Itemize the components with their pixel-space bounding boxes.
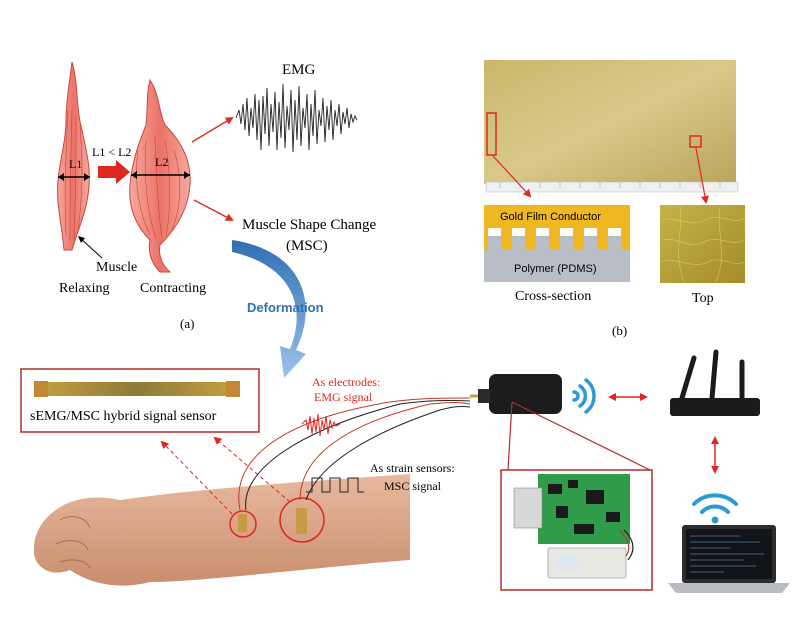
- pcb-callout-line-2: [511, 401, 651, 471]
- msc-label-line1: Muscle Shape Change: [242, 217, 376, 233]
- wifi-signal-icon: [572, 378, 596, 414]
- muscle-label: Muscle: [96, 260, 137, 275]
- cross-section-label: Cross-section: [515, 289, 591, 304]
- panel-a: L1 L2 L1 < L2 Muscle Relaxing Contractin…: [57, 61, 376, 331]
- small-sensor-highlight: [229, 510, 257, 538]
- battery: [547, 547, 627, 579]
- relaxing-label: Relaxing: [59, 281, 110, 296]
- sensor-label: sEMG/MSC hybrid signal sensor: [30, 409, 217, 424]
- wireless-transmitter: [470, 374, 562, 414]
- gold-film-label: Gold Film Conductor: [500, 211, 601, 223]
- small-sensor-on-arm: [238, 514, 247, 532]
- laptop-wifi-dot: [711, 516, 719, 524]
- callout-dashed-line-1: [160, 440, 233, 515]
- emg-signal-mini: [301, 413, 341, 437]
- router-icon: [670, 349, 760, 416]
- top-label: Top: [692, 291, 714, 306]
- ruler-ticks: [499, 182, 721, 188]
- gold-film-photo: [484, 60, 736, 184]
- cross-section-highlight-box: [486, 112, 497, 156]
- electrodes-line1: As electrodes:: [312, 375, 380, 389]
- callout-dashed-line-2: [213, 436, 291, 503]
- muscle-pointer-head: [78, 236, 85, 243]
- pcb-callout-line-1: [507, 401, 513, 471]
- large-sensor-highlight: [279, 497, 325, 543]
- deformation-label: Deformation: [247, 300, 324, 315]
- large-sensor-on-arm: [296, 508, 307, 534]
- sensor-callout: sEMG/MSC hybrid signal sensor: [20, 368, 260, 433]
- emg-waveform: [235, 83, 358, 153]
- top-view-photo: [660, 205, 745, 283]
- forearm-photo: [33, 474, 411, 586]
- muscle-pointer-line: [79, 237, 103, 259]
- cross-section-arrow: [492, 155, 532, 198]
- cross-section-schematic: [484, 205, 630, 282]
- msc-arrow: [193, 199, 234, 221]
- transition-arrow: [98, 160, 130, 184]
- sensor-pad-left: [34, 381, 48, 397]
- top-highlight-box: [689, 135, 702, 148]
- emg-title: EMG: [282, 62, 316, 78]
- l2-label: L2: [155, 155, 168, 169]
- hybrid-sensor-photo: [34, 382, 240, 396]
- pcb-chips: [548, 480, 620, 534]
- sensor-wires: [238, 397, 471, 511]
- panel-a-label: (a): [180, 316, 194, 331]
- panel-b-label: (b): [612, 323, 627, 338]
- deformation-arrow: [232, 240, 306, 378]
- sensor-pad-right: [226, 381, 240, 397]
- ruler: [485, 181, 739, 193]
- contracting-muscle-illustration: [129, 78, 191, 273]
- polymer-label: Polymer (PDMS): [514, 263, 597, 275]
- l1-label: L1: [69, 157, 82, 171]
- pcb-connector: [513, 487, 543, 529]
- laptop-wifi-icon: [692, 493, 738, 514]
- contracting-label: Contracting: [140, 281, 206, 296]
- strain-line2: MSC signal: [384, 479, 442, 493]
- l2-arrowheads: [131, 171, 190, 179]
- electrodes-line2: EMG signal: [314, 390, 373, 404]
- laptop-icon: [668, 525, 790, 593]
- strain-line1: As strain sensors:: [370, 461, 455, 475]
- top-arrow: [695, 147, 709, 204]
- panel-b: Gold Film Conductor Polymer (PDMS) Cross…: [484, 60, 745, 338]
- msc-label-line2: (MSC): [286, 238, 328, 254]
- top-view-texture: [661, 205, 745, 283]
- relaxed-muscle-illustration: [57, 61, 90, 251]
- pcb-inset: [500, 469, 653, 591]
- emg-arrow: [191, 116, 234, 143]
- msc-square-wave: [306, 477, 364, 493]
- length-relation-text: L1 < L2: [92, 145, 131, 159]
- sensor-callout-box: [20, 368, 260, 433]
